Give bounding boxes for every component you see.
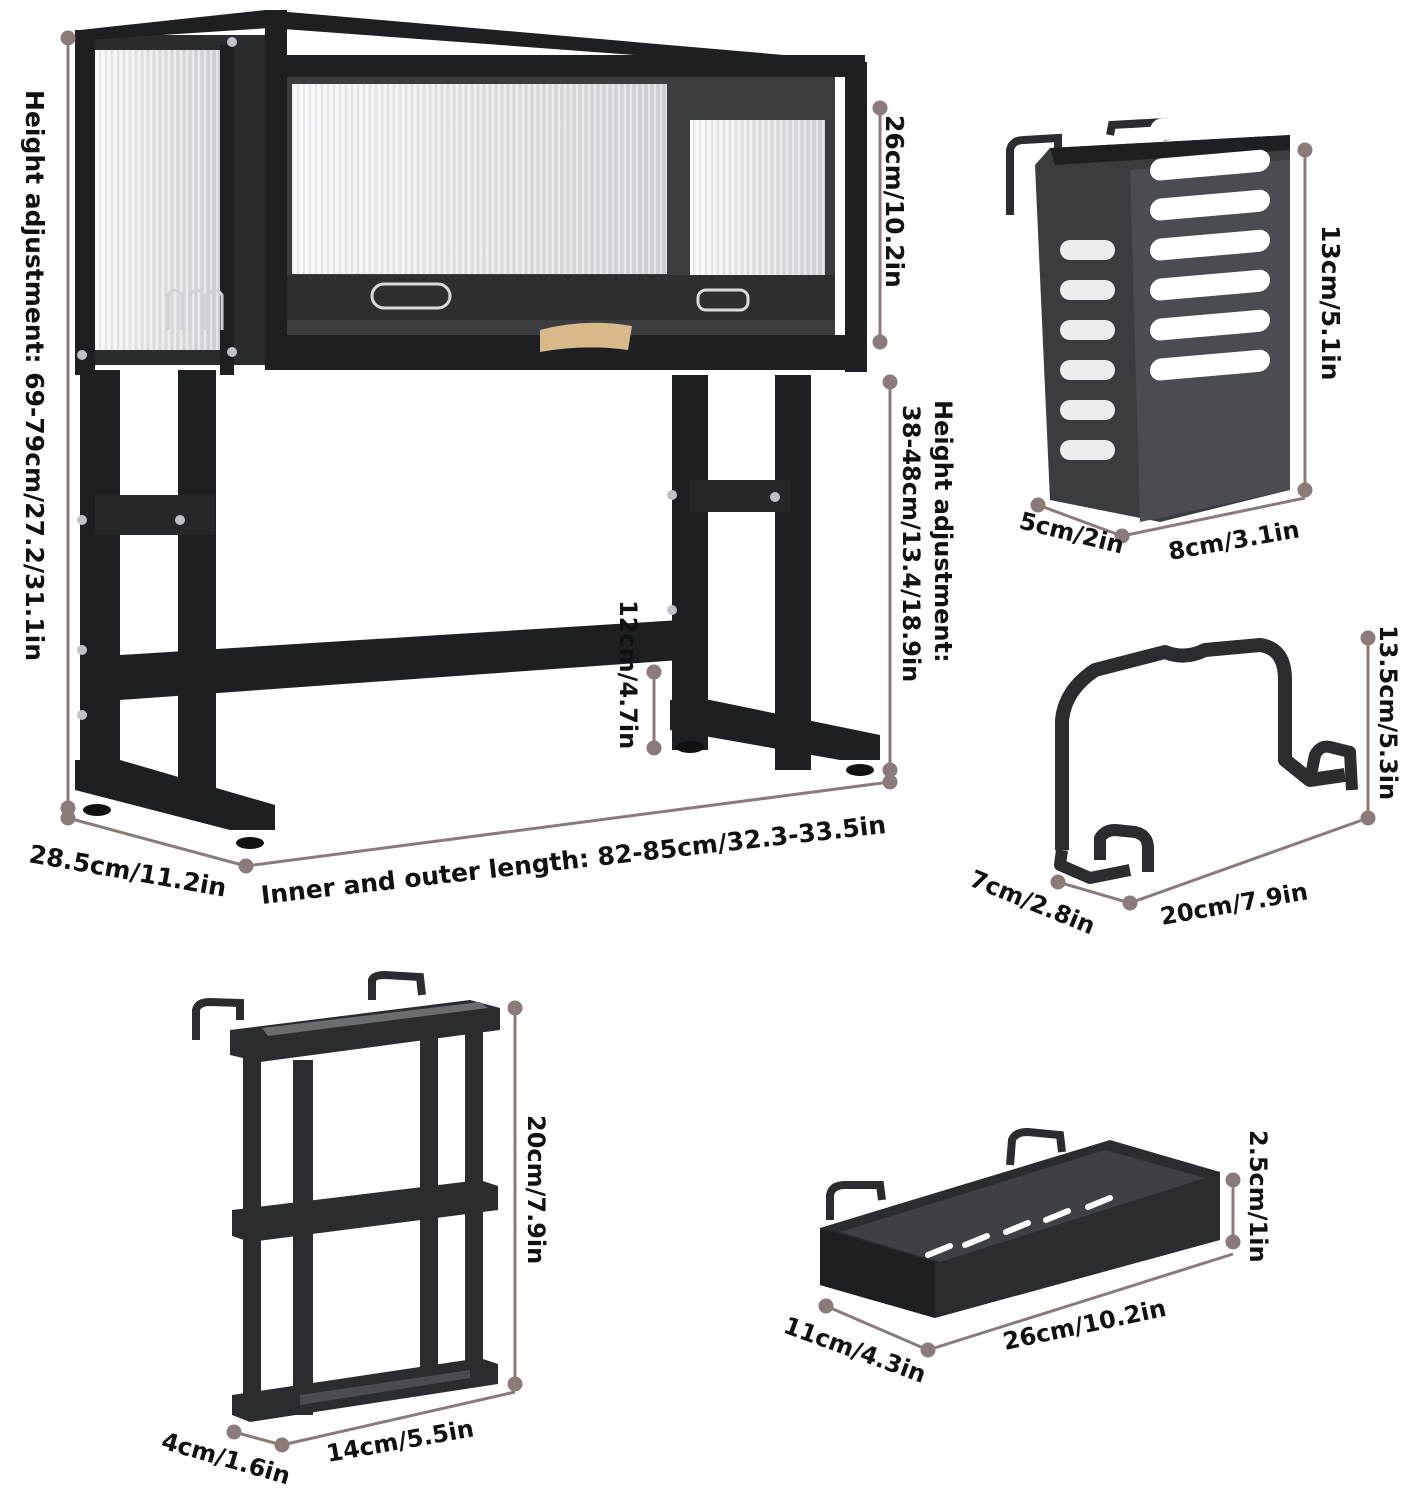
- lid-holder-height-label: 13.5cm/5.3in: [1374, 625, 1402, 800]
- knife-rack-dimension-lines: [226, 1000, 523, 1453]
- utensil-holder-dimension-lines: [1030, 142, 1313, 544]
- soap-tray-depth-label: 11cm/4.3in: [780, 1311, 930, 1388]
- soap-tray-height-label: 2.5cm/1in: [1244, 1130, 1272, 1263]
- knife-rack-depth-label: 4cm/1.6in: [158, 1427, 293, 1490]
- lid-holder-icon: [1054, 638, 1358, 884]
- soap-tray-width-label: 26cm/10.2in: [1000, 1294, 1168, 1356]
- rack-height-label: Height adjustment: 69-79cm/27.2/31.1in: [20, 90, 49, 661]
- cabinet-height-label: 26cm/10.2in: [880, 115, 909, 288]
- knife-rack-height-label: 20cm/7.9in: [522, 1115, 550, 1264]
- utensil-holder-icon: [1006, 109, 1290, 522]
- rack-length-label: Inner and outer length: 82-85cm/32.3-33.…: [259, 810, 887, 910]
- rack-dimension-lines: [60, 30, 898, 874]
- knife-rack-icon: [192, 970, 500, 1422]
- lower-height-label-line1: Height adjustment:: [929, 400, 957, 663]
- lid-holder-dimension-lines: [1050, 630, 1376, 911]
- soap-tray-dimension-lines: [818, 1172, 1241, 1358]
- utensil-holder-depth-label: 5cm/2in: [1017, 507, 1127, 560]
- rack-depth-label: 28.5cm/11.2in: [27, 839, 229, 902]
- lower-height-label-line2: 38-48cm/13.4/18.9in: [897, 405, 925, 682]
- knife-rack-width-label: 14cm/5.5in: [324, 1414, 476, 1467]
- utensil-holder-height-label: 13cm/5.1in: [1316, 225, 1345, 380]
- dish-rack-main: [75, 10, 880, 849]
- soap-tray-icon: [820, 1127, 1220, 1318]
- foot-height-label: 12cm/4.7in: [614, 600, 642, 749]
